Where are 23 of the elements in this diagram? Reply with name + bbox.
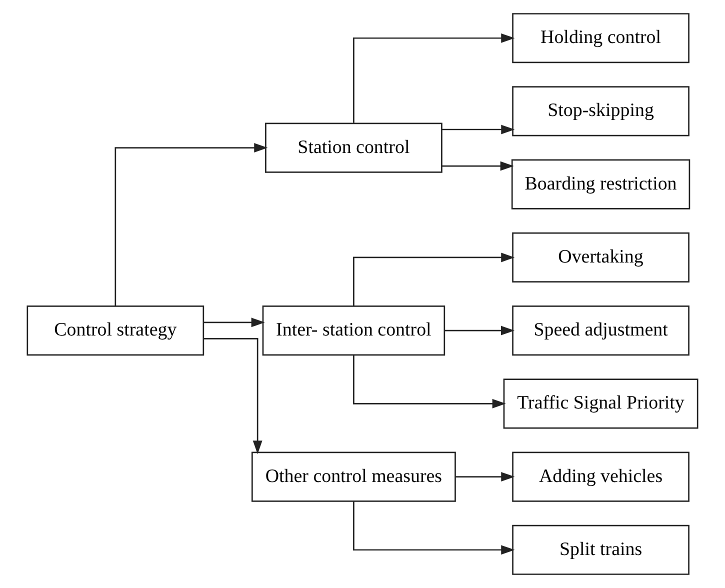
node-box: Holding control — [512, 13, 690, 64]
arrow — [455, 472, 515, 482]
arrow — [353, 33, 515, 123]
node-box: Adding vehicles — [512, 452, 690, 502]
node-box: Control strategy — [26, 306, 204, 356]
arrow — [203, 318, 265, 328]
node-box: Speed adjustment — [512, 306, 690, 356]
arrow — [442, 124, 515, 134]
node-box: Other control measures — [251, 452, 456, 502]
arrow — [353, 355, 506, 408]
arrow — [442, 161, 514, 171]
arrow — [353, 252, 515, 306]
node-box: Stop-skipping — [512, 86, 690, 136]
arrow — [203, 338, 262, 454]
arrow — [444, 326, 515, 336]
node-box: Station control — [265, 122, 442, 173]
node-box: Inter- station control — [262, 306, 446, 356]
node-box: Boarding restriction — [511, 159, 690, 210]
node-box: Overtaking — [512, 232, 690, 282]
arrow — [353, 502, 515, 555]
node-box: Split trains — [512, 524, 690, 575]
node-box: Traffic Signal Priority — [503, 378, 698, 429]
arrow — [114, 143, 268, 306]
